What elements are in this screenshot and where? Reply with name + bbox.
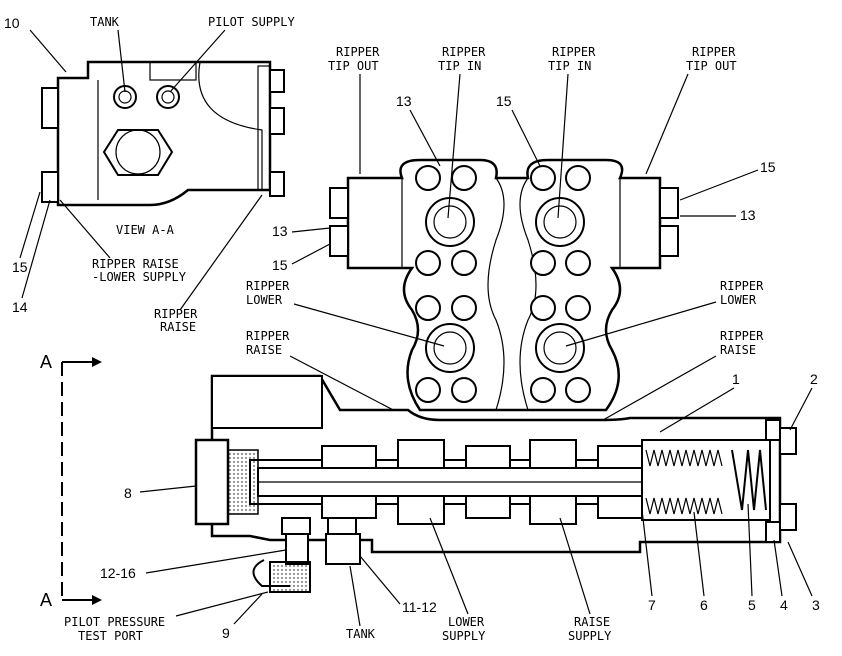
view-label-ripper-raise-2: RAISE — [160, 320, 196, 334]
valve-section-view — [194, 374, 797, 593]
callout-7: 7 — [648, 597, 656, 613]
view-label-raise-lower-1: RIPPER RAISE — [92, 257, 179, 271]
callout-14-view: 14 — [12, 299, 28, 315]
leader-raise-right — [595, 355, 717, 425]
label-tip-in-left-2: TIP IN — [438, 59, 481, 73]
leader-lower-right — [565, 301, 717, 347]
leader-15-view — [19, 191, 41, 259]
leader-15-right — [679, 169, 759, 201]
label-tip-out-left-2: TIP OUT — [328, 59, 379, 73]
callout-3: 3 — [812, 597, 820, 613]
label-raise-left-1: RIPPER — [246, 329, 290, 343]
callout-15-right: 15 — [760, 159, 776, 175]
leader-13-left — [291, 227, 331, 233]
leader-tank-a — [117, 29, 126, 93]
leader-6 — [693, 511, 705, 597]
leader-13-top — [409, 109, 441, 167]
leader-14-view — [21, 199, 51, 299]
callout-4: 4 — [780, 597, 788, 613]
callout-15-view: 15 — [12, 259, 28, 275]
leader-5 — [747, 503, 753, 597]
leader-8 — [139, 485, 197, 493]
leader-1 — [659, 387, 735, 433]
callout-9: 9 — [222, 625, 230, 641]
callout-6: 6 — [700, 597, 708, 613]
callout-10: 10 — [4, 15, 20, 31]
leader-9 — [233, 593, 263, 625]
callout-8: 8 — [124, 485, 132, 501]
valve-top-view — [329, 158, 679, 412]
callout-13-top: 13 — [396, 93, 412, 109]
label-pilot-test-1: PILOT PRESSURE — [64, 615, 165, 629]
leader-tank-bottom — [349, 565, 361, 627]
label-tip-in-right-2: TIP IN — [548, 59, 591, 73]
view-a-a-title: VIEW A-A — [116, 223, 175, 237]
callout-13-left: 13 — [272, 223, 288, 239]
leader-4 — [773, 539, 783, 597]
label-tip-out-right-1: RIPPER — [692, 45, 736, 59]
section-line-a — [61, 357, 102, 605]
label-lower-left-1: RIPPER — [246, 279, 290, 293]
label-tip-out-right-2: TIP OUT — [686, 59, 737, 73]
label-lower-left-2: LOWER — [246, 293, 283, 307]
leader-10 — [29, 29, 67, 73]
section-a-bottom: A — [40, 590, 52, 610]
label-raise-supply-2: SUPPLY — [568, 629, 612, 643]
leader-tip-out-right — [645, 73, 689, 175]
callout-11-12: 11-12 — [402, 599, 437, 615]
label-tip-out-left-1: RIPPER — [336, 45, 380, 59]
leader-ripper-raise — [179, 194, 263, 311]
label-tank-bottom: TANK — [346, 627, 376, 641]
view-a-a-drawing — [41, 60, 285, 207]
leader-pilot-supply — [169, 29, 226, 93]
callout-1: 1 — [732, 371, 740, 387]
view-label-pilot-supply: PILOT SUPPLY — [208, 15, 295, 29]
leader-2 — [789, 387, 813, 431]
leader-raise-supply — [559, 517, 591, 615]
leader-lower-left — [293, 303, 445, 347]
label-lower-right-2: LOWER — [720, 293, 757, 307]
leader-tip-in-right — [557, 73, 569, 219]
view-label-raise-lower-2: -LOWER SUPPLY — [92, 270, 187, 284]
leader-15-left — [291, 243, 331, 265]
leader-raise-lower — [59, 199, 111, 259]
leader-15-top — [511, 109, 541, 167]
callout-2: 2 — [810, 371, 818, 387]
leader-11-12 — [359, 555, 401, 605]
leader-tip-in-left — [447, 73, 461, 219]
leader-pilot-test — [175, 591, 269, 617]
callout-15-top: 15 — [496, 93, 512, 109]
leader-12-16 — [145, 549, 287, 574]
label-raise-supply-1: RAISE — [574, 615, 610, 629]
label-pilot-test-2: TEST PORT — [78, 629, 143, 643]
label-tip-in-right-1: RIPPER — [552, 45, 596, 59]
leader-lower-supply — [429, 517, 469, 615]
label-raise-right-2: RAISE — [720, 343, 756, 357]
callout-13-right: 13 — [740, 207, 756, 223]
callout-15-left: 15 — [272, 257, 288, 273]
view-label-ripper-raise-1: RIPPER — [154, 307, 198, 321]
label-tip-in-left-1: RIPPER — [442, 45, 486, 59]
leader-7 — [641, 509, 653, 597]
callout-5: 5 — [748, 597, 756, 613]
label-lower-supply-1: LOWER — [448, 615, 485, 629]
label-lower-right-1: RIPPER — [720, 279, 764, 293]
callout-12-16: 12-16 — [100, 565, 136, 581]
view-label-tank: TANK — [90, 15, 120, 29]
label-raise-left-2: RAISE — [246, 343, 282, 357]
label-raise-right-1: RIPPER — [720, 329, 764, 343]
section-a-top: A — [40, 352, 52, 372]
label-lower-supply-2: SUPPLY — [442, 629, 486, 643]
leader-3 — [787, 541, 813, 597]
